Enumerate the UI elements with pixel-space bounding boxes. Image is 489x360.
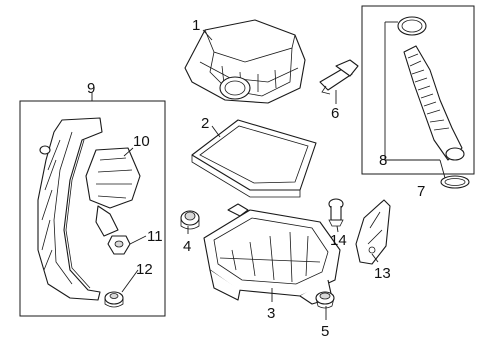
- callout-4: 4: [183, 238, 191, 255]
- callout-5: 5: [321, 323, 329, 340]
- callout-8: 8: [379, 152, 387, 169]
- callout-6: 6: [331, 105, 339, 122]
- bolt-12[interactable]: [104, 291, 124, 308]
- intake-duct[interactable]: [403, 45, 465, 161]
- air-filter-element[interactable]: [191, 119, 317, 198]
- leader-lines: [91, 21, 446, 320]
- airflow-sensor[interactable]: [319, 59, 359, 95]
- hose-clamp-upper[interactable]: [397, 16, 427, 36]
- nut-11[interactable]: [107, 235, 131, 255]
- callout-1: 1: [192, 17, 200, 34]
- bracket-13[interactable]: [355, 199, 391, 265]
- callout-13: 13: [374, 265, 391, 282]
- group-box-9: [19, 100, 166, 317]
- callout-10: 10: [133, 133, 150, 150]
- resonator[interactable]: [85, 147, 141, 237]
- group-box-7: [361, 5, 475, 175]
- callout-12: 12: [136, 261, 153, 278]
- callout-7: 7: [417, 183, 425, 200]
- fastener-14[interactable]: [328, 198, 344, 227]
- callout-11: 11: [147, 228, 163, 245]
- callout-2: 2: [201, 115, 209, 132]
- air-cleaner-cover[interactable]: [184, 19, 306, 104]
- callout-9: 9: [87, 80, 95, 97]
- air-cleaner-housing[interactable]: [203, 203, 341, 305]
- outlet-duct[interactable]: [37, 117, 103, 301]
- duct-clip: [39, 145, 51, 155]
- callout-3: 3: [267, 305, 275, 322]
- hose-clamp-lower[interactable]: [440, 175, 470, 189]
- grommet-4[interactable]: [180, 210, 200, 230]
- callout-14: 14: [330, 232, 347, 249]
- grommet-5[interactable]: [315, 291, 335, 309]
